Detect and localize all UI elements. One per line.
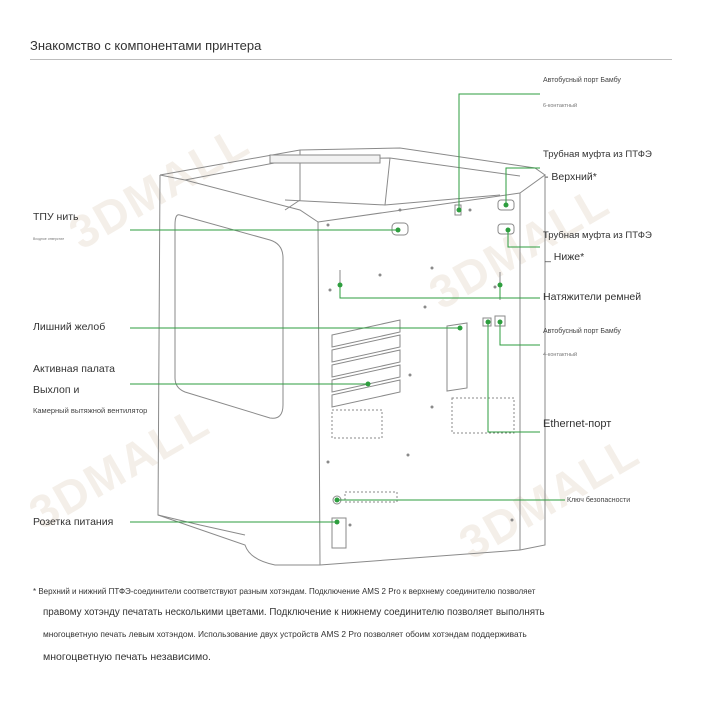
label-ams-bus-6pin: Автобусный порт Бамбу: [543, 77, 621, 84]
label-ethernet-port: Ethernet-порт: [543, 418, 612, 430]
label-chamber-2: Выхлоп и: [33, 384, 80, 396]
label-ptfe-top: Трубная муфта из ПТФЭ: [543, 149, 652, 160]
label-power-socket: Розетка питания: [33, 516, 114, 528]
footnote-line-4: многоцветную печать независимо.: [43, 651, 211, 663]
title-divider: [30, 59, 672, 60]
label-belt-tensioners: Натяжители ремней: [543, 291, 642, 303]
label-security-key: Ключ безопасности: [567, 497, 631, 504]
label-tpu-filament: ТПУ нить: [33, 211, 79, 223]
footnote-line-3: многоцветную печать левым хотэндом. Испо…: [43, 629, 527, 639]
footnote-line-2: правому хотэнду печатать несколькими цве…: [43, 607, 545, 618]
label-ptfe-bottom-sub: _ Ниже*: [545, 251, 585, 263]
label-waste-chute: Лишний желоб: [33, 321, 106, 333]
page-title: Знакомство с компонентами принтера: [30, 38, 262, 53]
label-ptfe-bottom: Трубная муфта из ПТФЭ: [543, 230, 652, 241]
label-ptfe-top-sub: - Верхний*: [545, 171, 597, 183]
label-chamber-3: Камерный вытяжной вентилятор: [33, 406, 148, 415]
label-ams-bus-6pin-sub: 6-контактный: [543, 103, 578, 109]
label-chamber-1: Активная палата: [33, 363, 116, 375]
label-tpu-sub: Входное отверстие: [33, 237, 65, 241]
footnote-line-1: * Верхний и нижний ПТФЭ-соединители соот…: [33, 587, 536, 596]
label-ams-bus-4pin: Автобусный порт Бамбу: [543, 328, 621, 335]
label-ams-bus-4pin-sub: 4-контактный: [543, 352, 578, 358]
